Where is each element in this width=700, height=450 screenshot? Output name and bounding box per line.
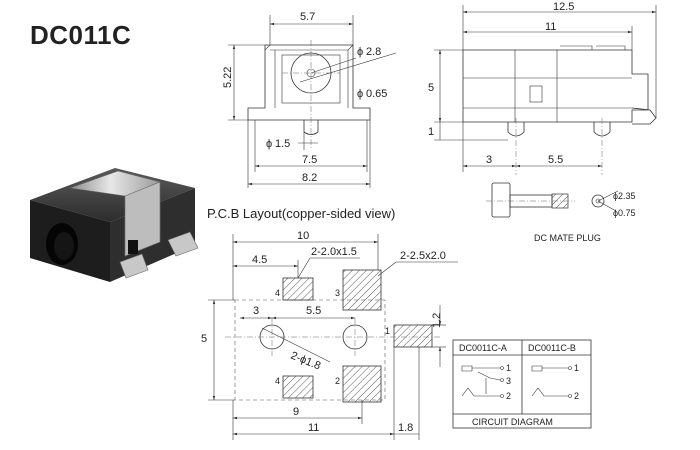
dim-pcb-bottom-1: 9 [293,406,299,418]
symbol-phi-lead: ϕ [266,138,272,150]
pcb-pad-3 [342,269,382,311]
hole-dia-label: 2-ϕ1.8 [289,350,322,373]
pad-number-4-bottom: 4 [275,376,280,386]
dim-pcb-hole-spacing-2: 5.5 [306,305,321,317]
side-view-drawing: 12.5 11 5 1 3 5.5 [428,1,657,175]
dc-mate-plug-label: DC MATE PLUG [534,233,601,243]
part-number-title: DC011C [30,20,132,50]
dim-side-pin-spacing-2: 5.5 [548,154,563,166]
pcb-pad-2 [342,365,382,403]
dim-pcb-bottom-3: 1.8 [398,422,413,434]
dim-side-total-length: 12.5 [553,1,574,13]
pcb-pad-4-top [282,277,314,301]
pad-large-label: 2-2.5x2.0 [400,250,446,262]
circuit-a-pin-2: 2 [506,391,511,401]
dim-hole-diameter: 2.8 [366,46,381,58]
dim-pin-diameter: 0.65 [366,88,387,100]
pad-small-label: 2-2.0x1.5 [311,246,357,258]
pcb-layout-title: P.C.B Layout(copper-sided view) [207,206,396,221]
dim-pcb-height: 5 [201,333,207,345]
dim-pin-lead: 1.5 [275,138,290,150]
connector-product-image [30,168,199,282]
dim-front-total-width: 8.2 [302,172,317,184]
dim-front-height: 5.22 [222,67,234,88]
dim-pcb-hole-spacing-1: 3 [253,305,259,317]
dim-pcb-length: 10 [297,230,309,242]
dim-side-pin-spacing-1: 3 [486,154,492,166]
pad-number-1: 1 [385,326,390,336]
dim-side-standoff: 1 [428,126,434,138]
dim-pad1-height: 1.2 [431,313,443,328]
circuit-col-a: DC0011C-A [459,343,507,353]
front-view-drawing: 5.7 5.22 ϕ 2.8 ϕ 0.65 ϕ 1.5 7.5 [222,11,397,188]
circuit-diagram-table: DC0011C-A DC0011C-B CIRCUIT DIAGRAM 1 3 … [452,339,592,429]
circuit-col-b: DC0011C-B [528,343,576,353]
circuit-a-pin-3: 3 [506,376,511,386]
symbol-phi-pin: ϕ [357,88,363,100]
dim-pcb-bottom-2: 11 [308,422,319,434]
circuit-a-pin-1: 1 [506,363,511,373]
pcb-pad-4-bottom [282,375,314,399]
dim-side-body-length: 11 [545,21,556,33]
pcb-pad-1 [393,324,433,348]
circuit-diagram-title: CIRCUIT DIAGRAM [472,417,553,427]
dim-pcb-offset: 4.5 [252,254,267,266]
dim-front-inner-width: 7.5 [302,154,317,166]
plug-outer-diameter: ϕ2.35 [613,191,636,201]
pad-number-2: 2 [335,376,340,386]
dim-front-width: 5.7 [300,11,315,23]
circuit-b-pin-2: 2 [574,391,579,401]
circuit-b-pin-1: 1 [574,363,579,373]
pad-number-4-top: 4 [275,288,280,298]
pcb-layout-drawing: 10 4.5 2-2.0x1.5 2-2.5x2.0 5 3 5.5 2-ϕ1.… [201,230,458,440]
symbol-phi-hole: ϕ [357,46,363,58]
plug-inner-diameter: ϕ0.75 [613,208,636,218]
dc-mate-plug-drawing: ϕ2.35 ϕ0.75 DC MATE PLUG [486,182,636,243]
pad-number-3: 3 [335,288,340,298]
dim-side-height: 5 [428,82,434,94]
